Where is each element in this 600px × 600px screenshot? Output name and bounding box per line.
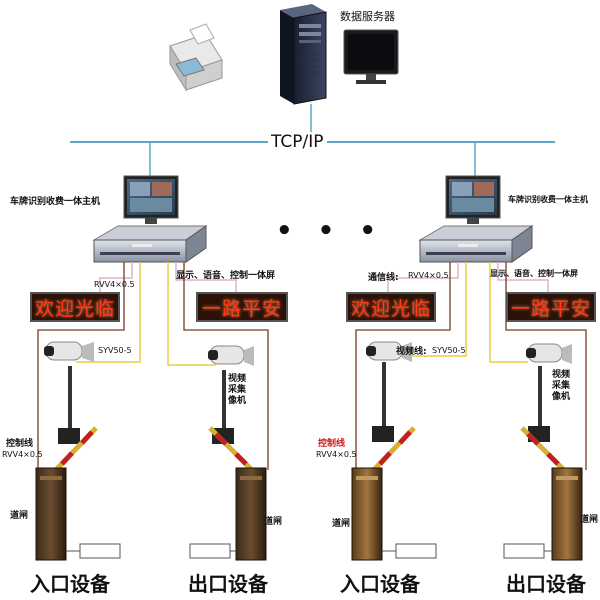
syv-right: SYV50-5 — [432, 346, 466, 355]
led-safe-left: 一路平安 — [196, 292, 288, 322]
right-exit-signal-wire — [497, 262, 549, 292]
video-capture-right: 视频采集像机 — [552, 370, 571, 402]
sensor-loops — [66, 543, 552, 559]
left-exit-video-wire — [167, 262, 216, 366]
left-exit-signal-wire — [175, 262, 237, 292]
left-host-monitor-icon — [123, 175, 179, 224]
display-label-left: 显示、语音、控制一体屏 — [176, 271, 276, 281]
server-label: 数据服务器 — [340, 10, 395, 23]
monitor-icon — [343, 29, 399, 84]
caption-entry-right: 入口设备 — [340, 572, 420, 596]
control-line-left: 控制线 — [6, 439, 34, 449]
left-entry-control-wire — [37, 262, 125, 470]
network-label: TCP/IP — [268, 132, 327, 152]
led-welcome-right: 欢迎光临 — [346, 292, 436, 322]
right-host-monitor-icon — [445, 175, 501, 224]
left-entry-signal-wire — [99, 262, 133, 292]
video-line-label: 视频线: — [396, 347, 427, 357]
right-exit-gate-icon — [520, 426, 583, 561]
right-entry-gate-icon — [351, 426, 416, 561]
right-exit-video-wire — [489, 262, 528, 363]
left-exit-control-wire — [183, 262, 269, 470]
video-capture-left: 视频采集像机 — [228, 374, 247, 406]
gate-label-3: 道闸 — [332, 519, 351, 529]
printer-icon — [169, 23, 223, 92]
left-host-box-icon — [92, 225, 208, 263]
left-entry-camera-icon — [44, 341, 94, 444]
signal-cable-label: 通信线: — [368, 273, 399, 283]
caption-exit-left: 出口设备 — [188, 572, 268, 596]
control-line-right: 控制线 — [318, 439, 346, 449]
server-tower-icon — [280, 4, 327, 105]
right-exit-camera-icon — [526, 343, 572, 442]
left-host-label: 车牌识别收费一体主机 — [10, 197, 101, 207]
ellipsis: • • • — [276, 216, 384, 246]
rvv-right-top: RVV4×0.5 — [408, 271, 449, 280]
gate-label-1: 道闸 — [10, 511, 29, 521]
caption-entry-left: 入口设备 — [30, 572, 110, 596]
syv-left: SYV50-5 — [98, 346, 132, 355]
led-safe-right: 一路平安 — [506, 292, 596, 322]
led-welcome-left: 欢迎光临 — [30, 292, 120, 322]
right-host-box-icon — [418, 225, 534, 263]
gate-label-2: 道闸 — [264, 517, 283, 527]
right-entry-video-wire — [398, 262, 467, 357]
right-entry-camera-icon — [366, 341, 412, 442]
right-entry-control-wire — [355, 262, 451, 470]
rvv-left-top: RVV4×0.5 — [94, 280, 135, 289]
control-line-left-spec: RVV4×0.5 — [2, 450, 43, 459]
right-entry-signal-wire — [387, 262, 459, 292]
display-label-right: 显示、语音、控制一体屏 — [490, 269, 578, 278]
left-exit-gate-icon — [208, 426, 267, 561]
gate-label-4: 道闸 — [580, 515, 599, 525]
caption-exit-right: 出口设备 — [506, 572, 586, 596]
left-entry-gate-icon — [35, 426, 98, 561]
left-entry-video-wire — [76, 262, 141, 363]
control-line-right-spec: RVV4×0.5 — [316, 450, 357, 459]
right-host-label: 车牌识别收费一体主机 — [508, 195, 588, 204]
